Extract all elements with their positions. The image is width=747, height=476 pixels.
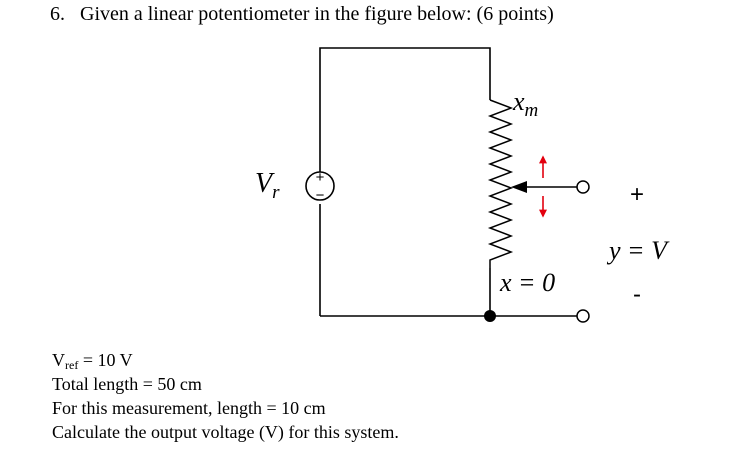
- question-task: Calculate the output voltage (V) for thi…: [52, 422, 399, 442]
- wiper-label: xm: [512, 87, 538, 121]
- given-vref: Vref = 10 V: [52, 350, 133, 372]
- source-plus-sign: +: [316, 169, 325, 186]
- given-measurement-length: For this measurement, length = 10 cm: [52, 398, 326, 418]
- ground-node-dot: [484, 310, 496, 322]
- wiper-arrowhead: [511, 181, 527, 193]
- output-terminal-top: [576, 180, 590, 194]
- zero-position-label: x = 0: [499, 268, 555, 297]
- voltage-source: [305, 171, 335, 201]
- source-minus-sign: −: [316, 187, 325, 204]
- question-number: 6.: [50, 3, 65, 25]
- output-plus-sign: +: [630, 181, 644, 208]
- wire-top: [319, 47, 491, 180]
- question-heading: 6. Given a linear potentiometer in the fi…: [50, 2, 554, 26]
- resistor-zigzag: [487, 99, 514, 268]
- given-total-length: Total length = 50 cm: [52, 374, 202, 394]
- output-terminal-bottom: [576, 309, 590, 323]
- output-voltage-label: y = V: [606, 236, 670, 265]
- question-text: Given a linear potentiometer in the figu…: [80, 3, 554, 25]
- source-label: Vr: [255, 168, 280, 203]
- output-minus-sign: -: [633, 281, 641, 308]
